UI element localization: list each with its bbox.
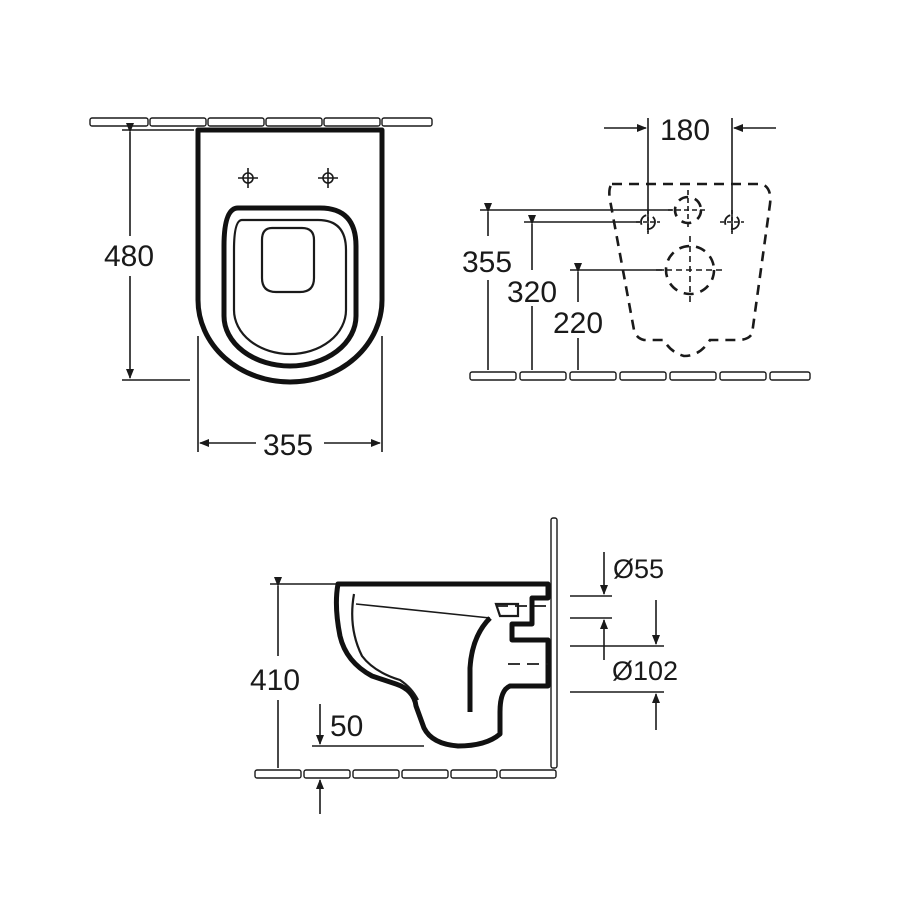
rear-view-outline (608, 182, 772, 358)
side-view: 410 50 Ø55 Ø102 (250, 517, 678, 814)
dimension-label-50: 50 (330, 710, 363, 743)
top-view-outlet-opening (260, 226, 316, 294)
dimension-height-480: 480 (104, 123, 194, 381)
fixing-hole-left (238, 168, 258, 188)
side-view-wall (550, 517, 558, 769)
dimension-height-355: 355 (462, 203, 672, 370)
fixing-hole-right (318, 168, 338, 188)
dimension-label-220: 220 (553, 307, 603, 340)
side-view-centerlines (496, 605, 548, 665)
side-view-bowl-outer (333, 581, 551, 749)
dimension-label-320: 320 (507, 276, 557, 309)
dimension-diameter-55: Ø55 (570, 552, 664, 660)
dimension-label-d55: Ø55 (613, 554, 664, 584)
side-view-trap (467, 616, 492, 712)
rear-inlet-hole (668, 190, 708, 230)
dimension-label-480: 480 (104, 240, 154, 273)
rear-view-floor (469, 371, 811, 381)
dimension-bottom-50: 50 (312, 704, 424, 814)
dimension-label-410: 410 (250, 664, 300, 697)
dimension-label-355-height: 355 (462, 246, 512, 279)
dimension-height-320: 320 (507, 215, 640, 370)
dimension-label-180: 180 (660, 114, 710, 147)
rear-outlet-hole (656, 236, 724, 304)
dimension-height-220: 220 (553, 263, 664, 370)
side-view-rim-line (355, 603, 491, 619)
rear-view: 180 355 320 220 (462, 114, 811, 381)
top-view-wall (89, 117, 433, 127)
dimension-label-d102: Ø102 (612, 656, 678, 686)
dimension-label-355-width: 355 (263, 429, 313, 462)
dimension-spacing-180: 180 (604, 114, 776, 232)
side-view-floor (254, 769, 557, 779)
side-view-inlet (494, 602, 520, 618)
side-view-bowl-inner (351, 593, 419, 701)
top-view-bowl-outline (195, 127, 385, 385)
dimension-width-355: 355 (197, 336, 383, 462)
dimension-height-410: 410 (250, 577, 336, 768)
top-view-bowl-inner (221, 205, 359, 369)
top-view-bowl-inner-line (232, 218, 348, 356)
top-view: 480 355 (89, 117, 433, 462)
dimension-diameter-102: Ø102 (570, 600, 678, 730)
